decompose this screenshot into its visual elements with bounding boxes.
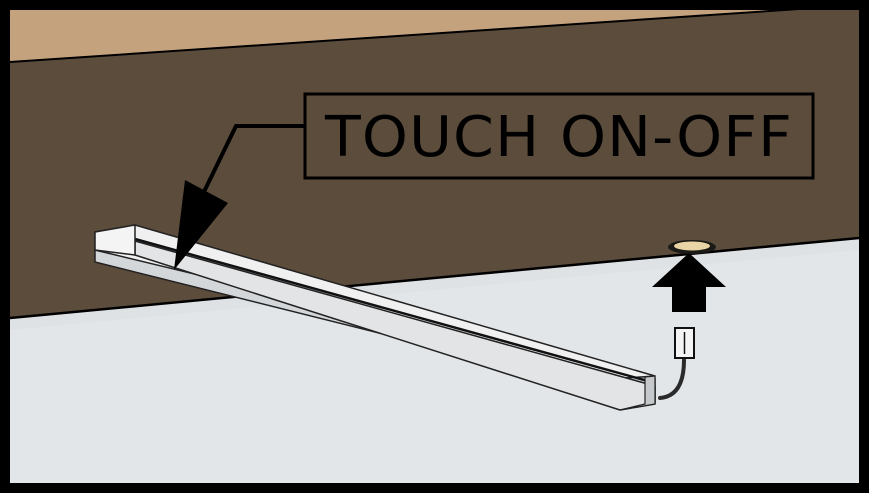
cabinet-bottom-edge	[9, 236, 860, 320]
light-bar-groove	[134, 237, 656, 385]
light-bar-end-cap	[94, 224, 136, 256]
wall-shade	[10, 250, 859, 485]
insert-up-arrow-icon	[652, 253, 726, 312]
callout-label: TOUCH ON-OFF	[303, 92, 815, 180]
callout-box	[303, 92, 815, 180]
led-light-bar	[94, 224, 656, 411]
wood-countertop	[10, 5, 859, 62]
wood-edge-line	[9, 4, 860, 63]
callout-pointer-arrow-icon	[174, 124, 305, 270]
power-wire	[658, 358, 686, 400]
wire-connector-icon	[658, 327, 695, 400]
light-bar-right-end	[619, 375, 656, 411]
mounting-hole-icon	[668, 240, 716, 254]
callout-text: TOUCH ON-OFF	[324, 105, 793, 170]
